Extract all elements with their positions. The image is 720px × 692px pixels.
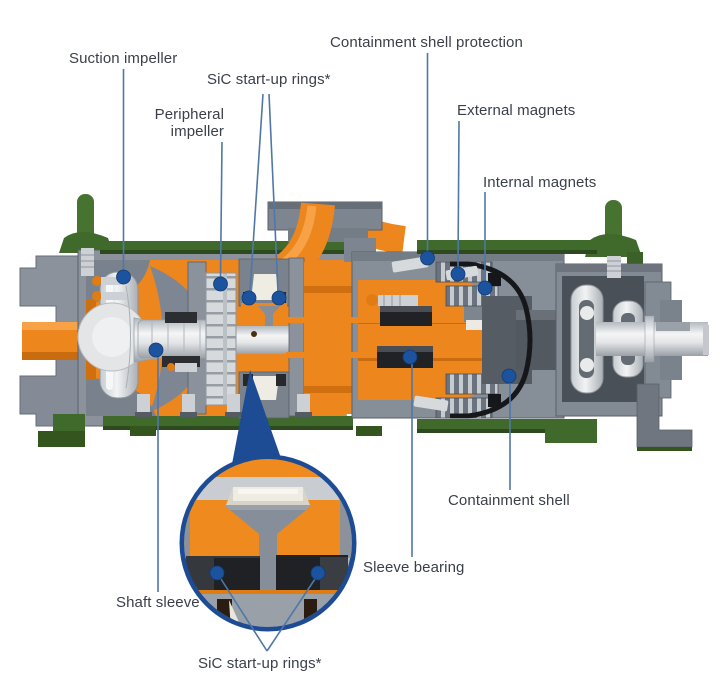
- label-shaft-sleeve: Shaft sleeve: [116, 594, 200, 611]
- label-containment-shell-protection: Containment shell protection: [330, 34, 523, 51]
- leader-lines: [122, 53, 511, 652]
- detail-callout-wedge: [232, 370, 282, 464]
- marker-dots: [116, 250, 517, 581]
- bolts: [81, 248, 479, 417]
- label-sic-start-up-rings: SiC start-up rings*: [207, 71, 331, 88]
- pump-feet: [38, 383, 693, 451]
- detail-inset: [179, 454, 357, 632]
- label-sic-start-up-rings-detail: SiC start-up rings*: [198, 655, 322, 672]
- right-lifting-eye: [585, 200, 643, 296]
- label-containment-shell: Containment shell: [448, 492, 570, 509]
- label-external-magnets: External magnets: [457, 102, 576, 119]
- label-suction-impeller: Suction impeller: [69, 50, 178, 67]
- label-sleeve-bearing: Sleeve bearing: [363, 559, 465, 576]
- label-peripheral-impeller: Peripheral impeller: [154, 106, 224, 140]
- left-lifting-eye: [59, 194, 113, 253]
- label-internal-magnets: Internal magnets: [483, 174, 597, 191]
- peripheral-impeller-graphic: [205, 272, 237, 406]
- drive-shaft-end: [596, 315, 709, 363]
- startup-ring-assembly: [238, 257, 362, 419]
